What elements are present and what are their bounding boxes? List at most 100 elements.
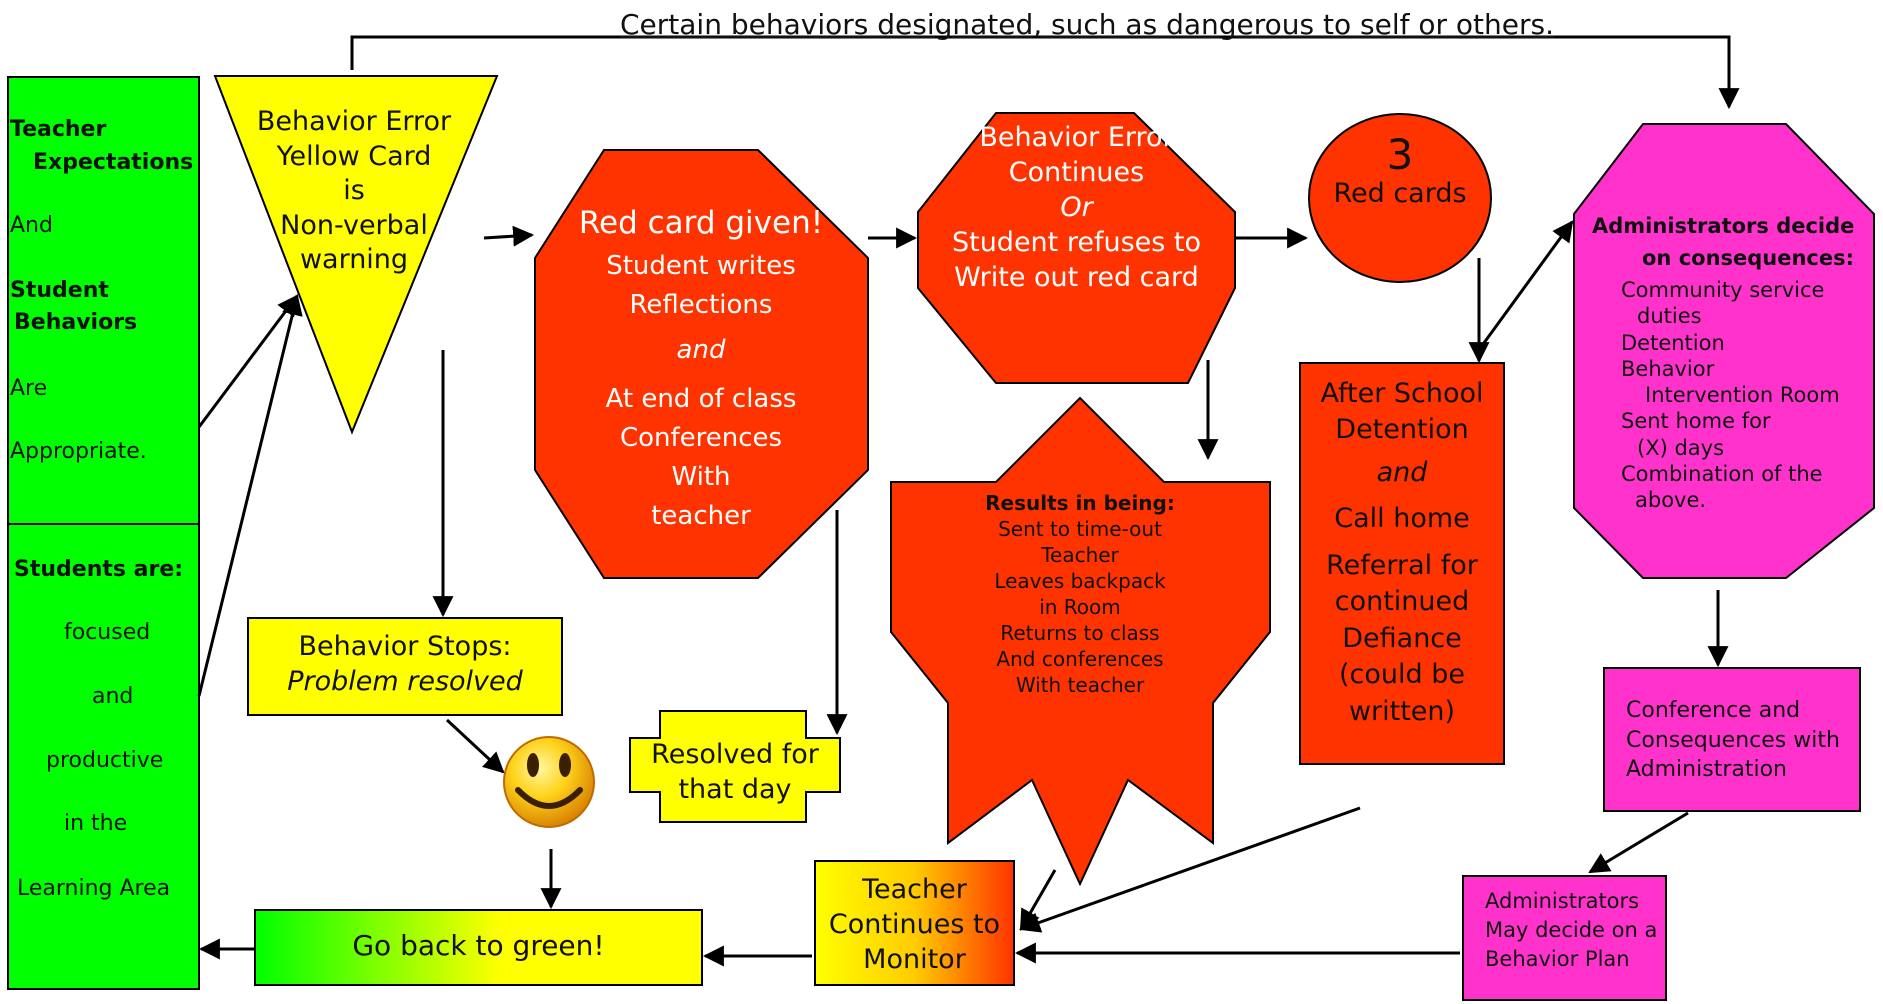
admin-item-8: Combination of the: [1621, 461, 1823, 486]
red-card-line-6: teacher: [651, 500, 751, 531]
red-card-line-1: Student writes: [606, 250, 796, 281]
continues-line-2: Continues: [1008, 157, 1145, 189]
results-line-5: Returns to class: [1000, 621, 1160, 645]
results-line-2: Teacher: [1041, 543, 1119, 567]
arrow-green-to-triangle-2: [197, 293, 303, 697]
detention-line-8: written): [1348, 695, 1456, 727]
detention-text: After School Detention and Call home Ref…: [1300, 376, 1504, 730]
top-bypass-line: [350, 35, 1740, 110]
green-text-in-the: in the: [64, 811, 128, 836]
arrow-three-to-admin: [1479, 220, 1574, 348]
admin-heading-1: Administrators decide: [1592, 214, 1855, 238]
yellow-card-text: Behavior Error Yellow Card is Non-verbal…: [256, 105, 452, 278]
three-red-cards-text: 3 Red cards: [1309, 132, 1491, 212]
admin-item-4: Behavior: [1621, 356, 1715, 381]
arrow-triangle-to-red: [483, 225, 535, 247]
green-text-are: Are: [10, 376, 48, 401]
detention-line-4: Referral for: [1326, 549, 1478, 581]
detention-line-7: (could be: [1339, 659, 1465, 691]
conference-line-1: Conference and: [1626, 698, 1801, 723]
continues-line-1: Behavior Error: [979, 122, 1174, 153]
detention-line-2: Detention: [1335, 414, 1469, 446]
resolved-day-plaque: [629, 710, 841, 823]
arrow-stops-to-smiley: [445, 718, 505, 774]
yellow-line-1: Behavior Error: [256, 106, 452, 137]
admin-item-1: Community service: [1621, 278, 1825, 302]
behavior-stops-box: [247, 617, 563, 716]
green-text-expectations: Expectations: [33, 150, 194, 175]
detention-line-3: Call home: [1334, 503, 1470, 535]
monitor-line-1: Teacher: [862, 874, 967, 905]
go-back-green-text: Go back to green!: [352, 929, 605, 962]
red-card-line-2: Reflections: [629, 289, 773, 320]
green-text-teacher: Teacher: [10, 117, 107, 142]
green-text-learning-area: Learning Area: [17, 876, 171, 901]
three-red-label: Red cards: [1333, 178, 1467, 210]
detention-box: [1299, 362, 1505, 765]
detention-line-5: continued: [1334, 586, 1470, 618]
plan-line-3: Behavior Plan: [1485, 946, 1630, 971]
red-card-text: Red card given! Student writes Reflectio…: [540, 200, 862, 536]
admin-decide-octagon: [1573, 123, 1875, 579]
arrow-conference-to-plan: [1588, 811, 1689, 874]
resolved-line-1: Resolved for: [651, 739, 819, 770]
results-text: Results in being: Sent to time-out Teach…: [960, 490, 1200, 698]
monitor-line-3: Monitor: [863, 944, 966, 976]
resolved-day-text: Resolved for that day: [630, 738, 840, 807]
behavior-stops-line-2: Problem resolved: [287, 665, 523, 697]
yellow-line-3: is: [343, 175, 365, 207]
admin-consequence-list: Community service duties Detention Behav…: [1621, 277, 1840, 513]
results-line-6: And conferences: [996, 647, 1164, 671]
yellow-line-2: Yellow Card: [276, 140, 432, 172]
conference-admin-text: Conference and Consequences with Adminis…: [1626, 696, 1840, 785]
admin-heading-2: on consequences:: [1642, 246, 1855, 270]
green-text-appropriate: Appropriate.: [10, 439, 147, 464]
continues-line-4: Write out red card: [954, 262, 1199, 294]
admin-item-3: Detention: [1621, 330, 1725, 355]
go-back-green-box: [254, 909, 703, 986]
green-text-students-are: Students are:: [14, 557, 184, 582]
plan-line-1: Administrators: [1485, 889, 1640, 913]
admin-item-7: (X) days: [1637, 435, 1725, 460]
results-line-1: Sent to time-out: [998, 517, 1162, 541]
admin-item-6: Sent home for: [1621, 409, 1771, 434]
monitor-line-2: Continues to: [828, 909, 1001, 941]
top-note: Certain behaviors designated, such as da…: [620, 8, 1555, 41]
conference-admin-box: [1603, 667, 1861, 812]
behavior-stops-line-1: Behavior Stops:: [298, 631, 512, 662]
green-text-behaviors: Behaviors: [14, 310, 138, 335]
continues-text: Behavior Error Continues Or Student refu…: [918, 120, 1235, 295]
behavior-plan-box: [1462, 875, 1667, 1001]
yellow-line-5: warning: [299, 244, 409, 276]
green-text-and: And: [10, 213, 53, 238]
green-text-student: Student: [10, 278, 109, 303]
green-panel-bottom: [7, 523, 200, 990]
resolved-line-2: that day: [678, 773, 792, 805]
three-red-cards-ellipse: [1308, 113, 1492, 283]
green-panel-top: [7, 76, 200, 525]
red-card-line-3: At end of class: [605, 383, 797, 414]
conference-line-2: Consequences with: [1626, 727, 1840, 753]
results-star: [890, 396, 1271, 887]
admin-item-9: above.: [1635, 488, 1707, 512]
continues-line-3: Student refuses to: [951, 227, 1202, 259]
conference-line-3: Administration: [1626, 757, 1787, 783]
results-line-4: in Room: [1039, 595, 1121, 619]
red-card-octagon: [534, 149, 869, 579]
results-line-7: With teacher: [1015, 673, 1145, 697]
arrow-green-to-triangle-1: [197, 294, 299, 428]
green-text-productive: productive: [46, 748, 164, 773]
continues-octagon: [917, 112, 1236, 384]
results-line-3: Leaves backpack: [994, 569, 1166, 593]
red-card-line-4: Conferences: [619, 422, 783, 453]
behavior-stops-text: Behavior Stops: Problem resolved: [248, 630, 562, 699]
plan-line-2: May decide on a: [1485, 917, 1658, 942]
yellow-card-triangle: [213, 75, 499, 435]
admin-item-2: duties: [1637, 304, 1702, 329]
green-text-focused: focused: [64, 620, 151, 645]
yellow-line-4: Non-verbal: [280, 209, 428, 241]
detention-line-6: Defiance: [1342, 622, 1462, 654]
continues-or: Or: [1060, 192, 1093, 224]
green-text-and2: and: [92, 684, 134, 709]
